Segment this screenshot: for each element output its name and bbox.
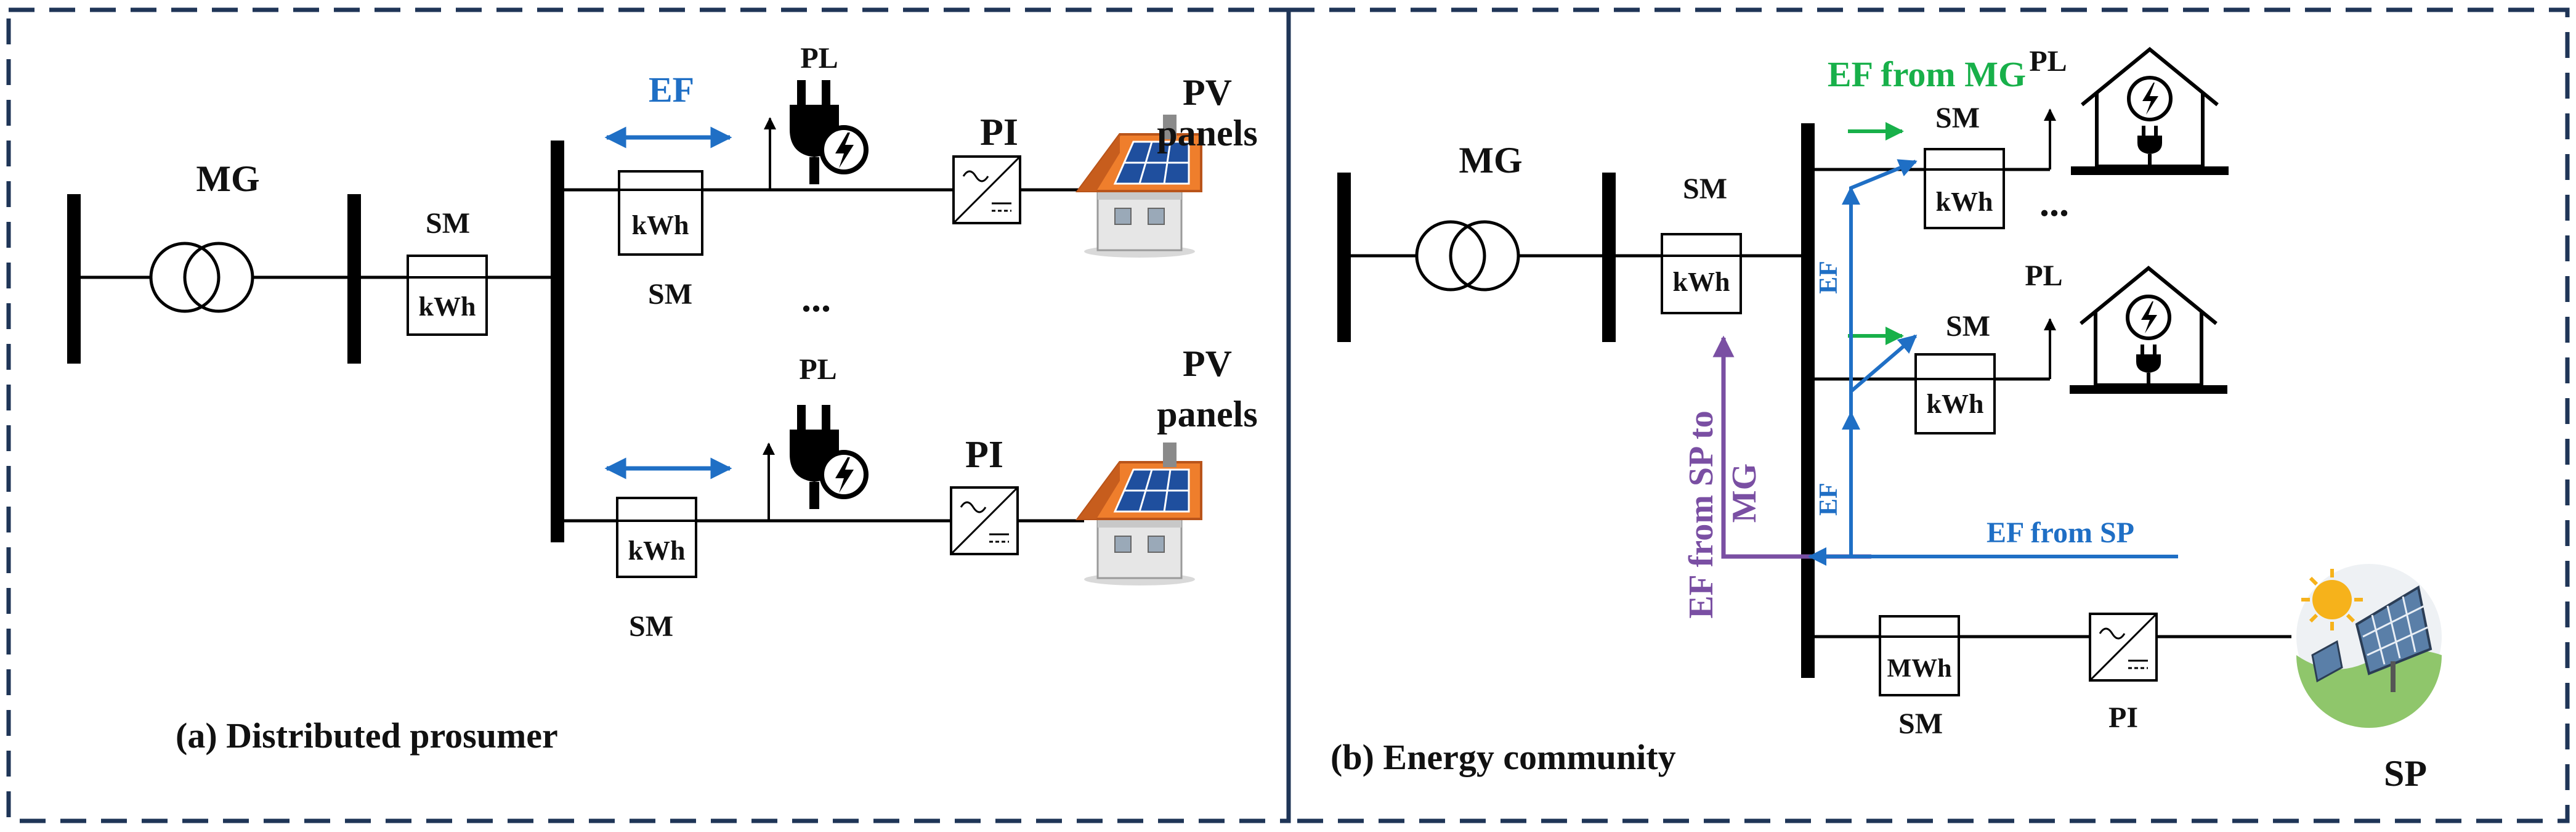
- pv-2-label-line2: panels: [1157, 394, 1257, 434]
- inverter-icon: [952, 155, 1021, 224]
- home-1-meter-unit: kWh: [1936, 187, 1993, 217]
- inverter-1-label: PI: [980, 112, 1018, 153]
- branch-1: EF kWh SM PL PI PV panels: [557, 42, 1258, 311]
- meter-1-label: SM: [648, 278, 692, 311]
- main-meter-unit-b: kWh: [1673, 267, 1730, 297]
- plug-icon: [790, 80, 866, 184]
- home-1: EF from MG SM kWh PL: [1808, 45, 2229, 229]
- sp-inverter-label: PI: [2108, 701, 2138, 734]
- panel-a-frame: [6, 7, 1291, 823]
- plug-icon: [790, 405, 866, 509]
- ef-label-a: EF: [649, 70, 694, 110]
- ef-vertical-upper: [1849, 159, 1918, 391]
- inverter-2-label: PI: [965, 434, 1003, 476]
- ef-vertical-label-lower: EF: [1815, 483, 1843, 516]
- panel-b-frame: [1286, 7, 2570, 823]
- ef-from-mg-label: EF from MG: [1828, 54, 2026, 94]
- home-1-meter-label: SM: [1935, 102, 1980, 134]
- panel-a: MG SM kWh EF kWh SM PL PI PV panels ...: [67, 42, 1258, 756]
- transformer-icon: [149, 242, 221, 313]
- ef-vertical-label-upper: EF: [1815, 261, 1843, 294]
- home-1-load-label: PL: [2029, 45, 2067, 78]
- pv-house-icon: [1077, 441, 1202, 587]
- sp-meter-label: SM: [1898, 708, 1943, 740]
- home-2: SM kWh PL: [1808, 259, 2227, 434]
- pv-1-label-line2: panels: [1157, 113, 1257, 153]
- main-meter-b: [1661, 233, 1742, 314]
- sp-meter: [1879, 615, 1960, 696]
- inverter-icon: [2089, 613, 2158, 682]
- meter-2: [616, 497, 697, 578]
- home-1-meter: [1924, 148, 2005, 229]
- home-2-meter-label: SM: [1946, 310, 1990, 343]
- caption-b: (b) Energy community: [1331, 737, 1676, 777]
- pv-1-label-line1: PV: [1183, 72, 1232, 113]
- home-2-load-label: PL: [2025, 259, 2062, 292]
- ef-from-sp-to-mg-line2: MG: [1725, 463, 1764, 523]
- caption-a: (a) Distributed prosumer: [176, 716, 558, 756]
- mg-label-a: MG: [196, 158, 259, 199]
- load-2-label: PL: [799, 353, 836, 386]
- main-meter-label-a: SM: [426, 207, 470, 240]
- transformer-icon: [1415, 220, 1486, 292]
- load-1-label: PL: [800, 42, 838, 75]
- branch-2: kWh SM PL PI PV panels: [557, 343, 1258, 643]
- solar-park-icon: [2296, 564, 2442, 728]
- ef-from-sp-label: EF from SP: [1987, 516, 2134, 549]
- meter-2-unit: kWh: [628, 536, 686, 566]
- pv-2-label-line1: PV: [1183, 343, 1232, 384]
- sp-meter-unit: MWh: [1887, 655, 1952, 683]
- home-2-meter-unit: kWh: [1927, 389, 1984, 419]
- home-2-meter: [1914, 353, 1996, 434]
- inverter-icon: [950, 486, 1019, 555]
- main-meter-unit-a: kWh: [419, 292, 476, 322]
- ellipsis-b: ...: [2039, 181, 2069, 224]
- solar-park-branch: MWh SM PI SP: [1808, 564, 2442, 794]
- sp-label: SP: [2384, 753, 2427, 794]
- ef-from-sp-to-mg-line1: EF from SP to: [1682, 410, 1720, 619]
- house-icon: [2070, 268, 2227, 394]
- main-meter-label-b: SM: [1683, 173, 1727, 205]
- house-icon: [2071, 49, 2229, 175]
- panel-b: MG SM kWh EF from SP to MG EF from MG SM…: [1331, 45, 2442, 794]
- main-meter-a: [407, 255, 488, 336]
- meter-1: [618, 170, 703, 256]
- meter-2-label: SM: [629, 610, 673, 643]
- meter-1-unit: kWh: [632, 210, 689, 240]
- ellipsis-a: ...: [801, 276, 831, 320]
- mg-label-b: MG: [1459, 140, 1522, 181]
